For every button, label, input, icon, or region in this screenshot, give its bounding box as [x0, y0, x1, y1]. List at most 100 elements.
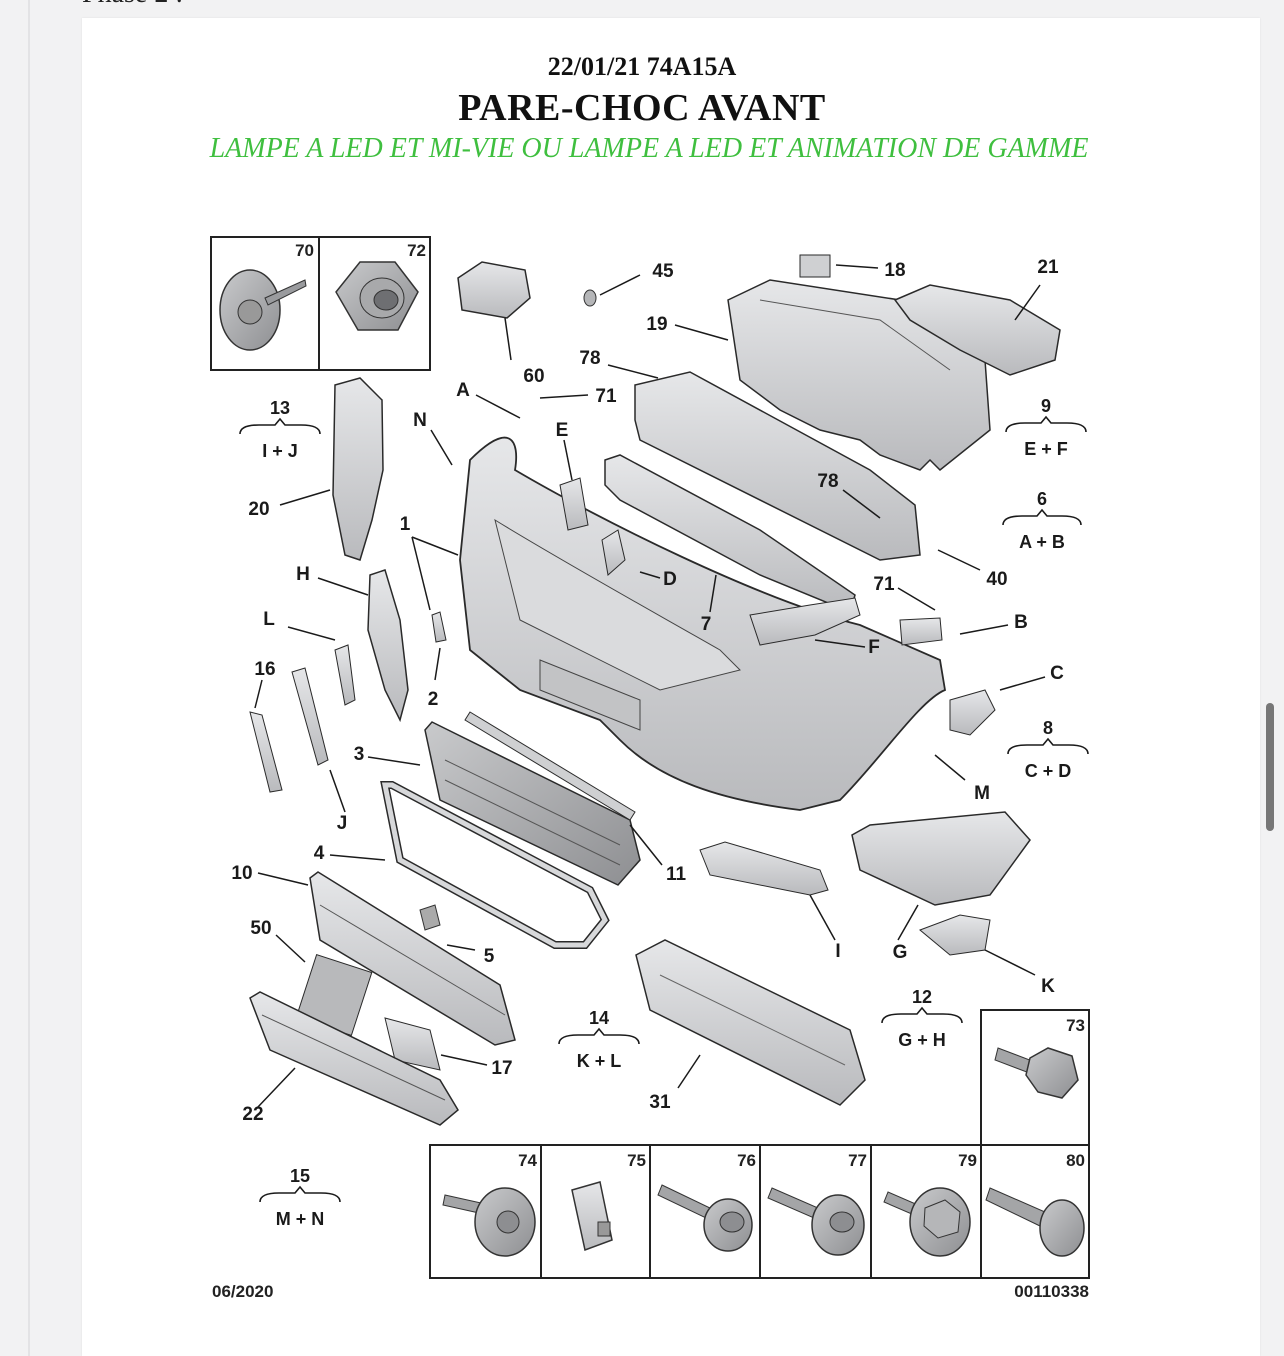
part-label-D: D: [663, 569, 677, 590]
part-label-78b: 78: [817, 471, 838, 492]
fastener-box-74: 74: [442, 1151, 538, 1257]
fastener-box-label: 70: [295, 241, 314, 260]
part-label-45: 45: [652, 261, 674, 282]
kit-14: 14 K + L: [558, 1008, 640, 1071]
collar-bolt-icon: [442, 1187, 536, 1257]
brace-icon: [1005, 415, 1087, 433]
fastener-box-label: 73: [1066, 1016, 1085, 1035]
sensor-module-60: [457, 261, 531, 319]
part-labels: 45 18 21 19 60 78 71 A N E 78 40 20 1 D …: [231, 257, 1064, 1125]
brace-icon: [239, 417, 321, 435]
part-label-C: C: [1050, 663, 1064, 684]
bracket-F: [749, 597, 861, 646]
vertical-scrollbar[interactable]: [1266, 703, 1274, 831]
part-label-4: 4: [314, 843, 325, 864]
fastener-box-79: 79: [883, 1151, 977, 1257]
brace-icon: [1002, 508, 1082, 526]
lower-grille-22: [249, 991, 459, 1126]
self-tapping-screw-icon: [219, 269, 307, 351]
hex-bolt-icon: [994, 1047, 1079, 1099]
kit-pair: G + H: [898, 1030, 946, 1050]
brace-icon: [881, 1006, 963, 1024]
bumper-cover: [459, 436, 947, 811]
part-label-31: 31: [649, 1092, 671, 1113]
grille-frame-4: [380, 781, 610, 949]
fastener-box-76: 76: [657, 1151, 756, 1252]
part-label-18: 18: [884, 260, 905, 281]
insert-16: [249, 711, 283, 793]
page-title: PARE-CHOC AVANT: [458, 87, 826, 129]
diagram-code: 00110338: [1014, 1282, 1089, 1301]
fastener-box-label: 72: [407, 241, 426, 260]
brace-icon: [558, 1027, 640, 1045]
kit-number: 13: [270, 398, 290, 418]
part-label-11: 11: [666, 864, 687, 885]
clip-45: [583, 289, 597, 307]
part-label-A: A: [456, 380, 470, 401]
kit-13: 13 I + J: [239, 398, 321, 461]
brace-icon: [259, 1185, 341, 1203]
bracket-C: [949, 689, 996, 736]
part-label-H: H: [296, 564, 310, 585]
part-label-71a: 71: [595, 386, 617, 407]
part-label-K: K: [1041, 976, 1055, 997]
fastener-box-75: 75: [571, 1151, 646, 1252]
fastener-strip: [429, 1144, 1090, 1279]
fastener-box-label: 74: [518, 1151, 537, 1170]
bracket-D: [601, 529, 626, 576]
kit-8: 8 C + D: [1007, 718, 1089, 781]
fastener-box-label: 80: [1066, 1151, 1085, 1170]
part-label-20: 20: [248, 499, 269, 520]
part-label-B: B: [1014, 612, 1028, 633]
spring-clip-icon: [571, 1181, 613, 1252]
cut-off-heading: Phase 2 :: [82, 0, 183, 10]
kit-number: 6: [1037, 489, 1047, 509]
part-label-16: 16: [254, 659, 275, 680]
kit-12: 12 G + H: [881, 987, 963, 1050]
part-label-19: 19: [646, 314, 667, 335]
bracket-E: [559, 477, 589, 531]
kit-number: 8: [1043, 718, 1053, 738]
fastener-box-label: 75: [627, 1151, 646, 1170]
clip-2: [431, 611, 447, 643]
diagram-date: 06/2020: [212, 1282, 273, 1301]
kit-number: 14: [589, 1008, 609, 1028]
air-deflector-top: [893, 284, 1061, 376]
push-rivet-icon: [985, 1187, 1085, 1257]
part-label-F: F: [868, 637, 880, 658]
part-label-M: M: [974, 783, 990, 804]
part-label-L: L: [263, 609, 275, 630]
part-label-J: J: [337, 813, 348, 834]
part-label-1: 1: [400, 514, 411, 535]
part-label-7: 7: [701, 614, 712, 635]
clip-L: [334, 644, 356, 706]
part-label-71b: 71: [873, 574, 895, 595]
fastener-box-72: 72: [318, 236, 431, 371]
part-label-3: 3: [354, 744, 365, 765]
impact-beam: [634, 371, 921, 561]
fog-grille-G: [851, 811, 1031, 906]
part-label-50: 50: [250, 918, 271, 939]
emblem-5: [419, 904, 441, 931]
kit-number: 15: [290, 1166, 310, 1186]
page-left-rule: [28, 0, 30, 1356]
kit-pair: I + J: [262, 441, 298, 461]
fog-bracket-K: [919, 914, 991, 956]
part-label-G: G: [893, 942, 908, 963]
chrome-strip-11: [464, 711, 636, 821]
fog-trim-I: [699, 841, 829, 896]
fastener-box-73: 73: [980, 1009, 1090, 1146]
wide-head-screw-icon: [767, 1187, 865, 1256]
air-duct-31: [635, 939, 866, 1106]
kit-9: 9 E + F: [1005, 396, 1087, 459]
part-label-60: 60: [523, 366, 544, 387]
kit-number: 12: [912, 987, 932, 1007]
fastener-box-77: 77: [767, 1151, 867, 1256]
part-label-E: E: [556, 420, 569, 441]
part-label-78a: 78: [579, 348, 600, 369]
kit-number: 9: [1041, 396, 1051, 416]
leader-lines: [254, 264, 1046, 1109]
kit-pair: E + F: [1024, 439, 1068, 459]
part-label-22: 22: [242, 1104, 263, 1125]
